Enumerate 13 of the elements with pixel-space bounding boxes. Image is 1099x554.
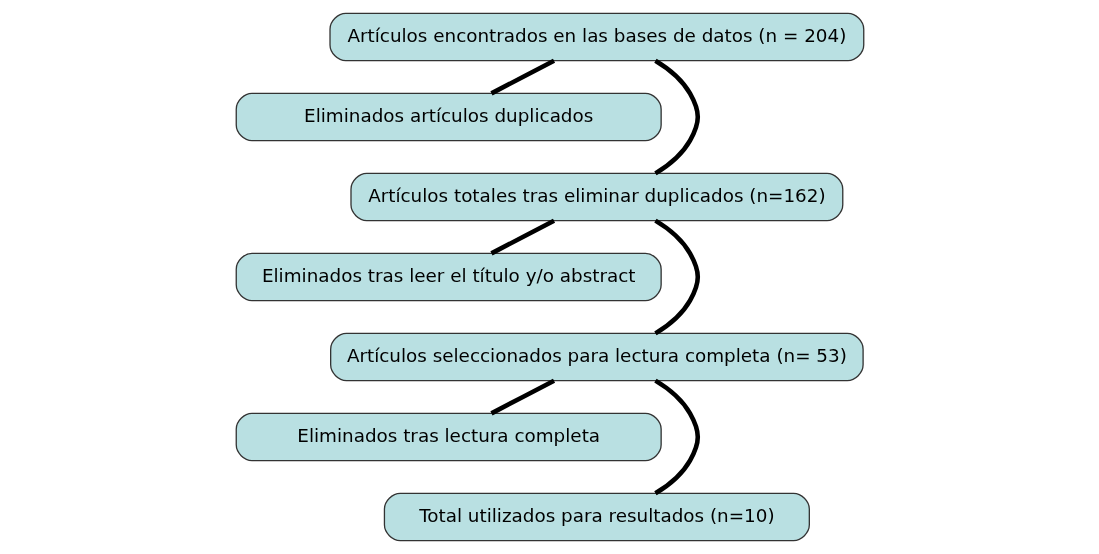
node-box: Artículos totales tras eliminar duplicados (n=162) bbox=[349, 172, 843, 222]
node-box: Total utilizados para resultados (n=10) bbox=[383, 492, 810, 542]
connector bbox=[489, 378, 555, 416]
node-box: Artículos seleccionados para lectura completa (n= 53) bbox=[329, 332, 864, 382]
node-box: Eliminados tras leer el título y/o abstract bbox=[235, 252, 662, 302]
node-box: Artículos encontrados en las bases de datos (n = 204) bbox=[328, 12, 864, 62]
connector bbox=[653, 378, 700, 496]
connector bbox=[653, 218, 700, 336]
connector bbox=[489, 218, 555, 256]
connector bbox=[489, 58, 555, 96]
node-box: Eliminados artículos duplicados bbox=[235, 92, 662, 142]
node-box: Eliminados tras lectura completa bbox=[235, 412, 662, 462]
connector bbox=[653, 58, 700, 176]
